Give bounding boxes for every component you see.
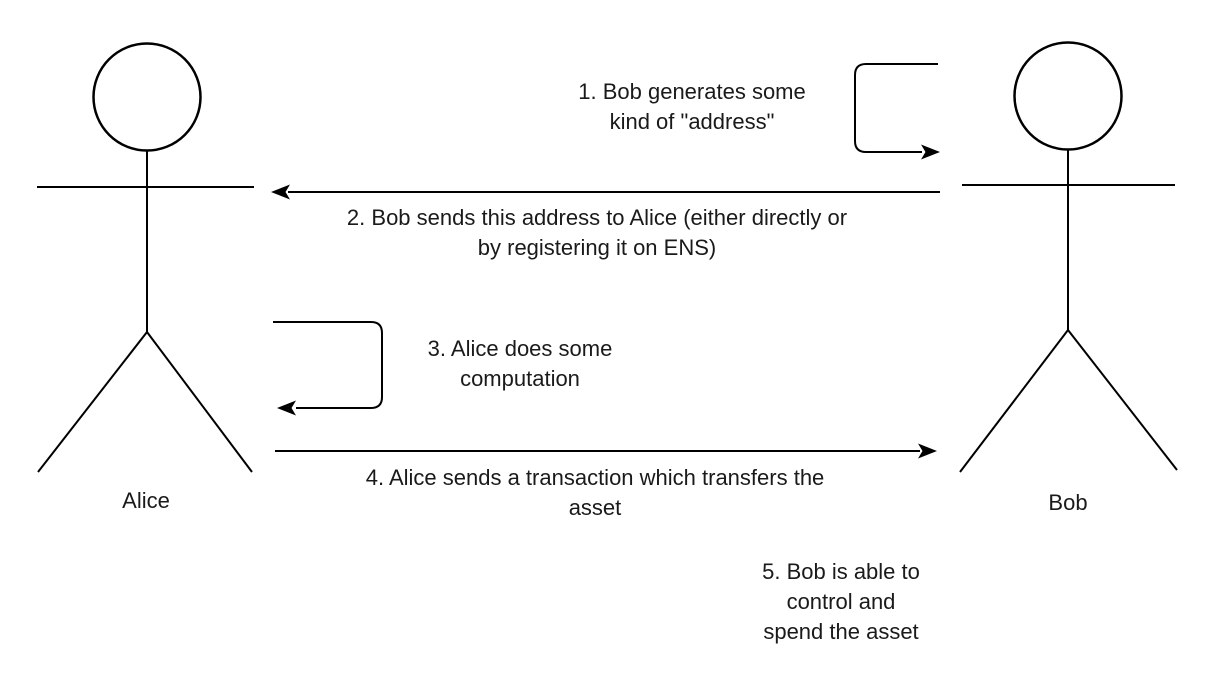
- step5-message: 5. Bob is able to control and spend the …: [762, 557, 920, 647]
- step3-message: 3. Alice does some computation: [428, 334, 613, 394]
- step5-line2: control and: [786, 589, 896, 614]
- alice-right-leg: [146, 331, 253, 473]
- step4-line1: 4. Alice sends a transaction which trans…: [365, 465, 825, 490]
- step1-self-loop-arrow: [854, 63, 940, 160]
- bob-stick-figure-icon: [959, 41, 1178, 473]
- step2-line1: 2. Bob sends this address to Alice (eith…: [346, 205, 848, 230]
- step1-line1: 1. Bob generates some: [578, 79, 806, 104]
- bob-label: Bob: [1048, 490, 1088, 515]
- alice-head: [92, 42, 202, 152]
- step2-arrow-bob-to-alice: [271, 184, 940, 200]
- bob-left-leg: [959, 329, 1069, 473]
- step5-line3: spend the asset: [763, 619, 919, 644]
- step3-line1: 3. Alice does some: [427, 336, 613, 361]
- step5-line1: 5. Bob is able to: [762, 559, 920, 584]
- step4-message: 4. Alice sends a transaction which trans…: [366, 463, 825, 523]
- step1-line2: kind of "address": [609, 109, 775, 134]
- bob-right-leg: [1067, 329, 1178, 471]
- step2-arrowhead-icon: [271, 184, 290, 200]
- step3-line2: computation: [460, 366, 580, 391]
- step4-arrowhead-icon: [918, 443, 937, 459]
- alice-left-leg: [37, 331, 148, 473]
- step1-message: 1. Bob generates some kind of "address": [578, 77, 805, 137]
- step1-arrowhead-icon: [921, 144, 940, 160]
- step2-line2: by registering it on ENS): [477, 235, 717, 260]
- alice-label: Alice: [122, 488, 170, 513]
- alice-stick-figure-icon: [37, 42, 254, 473]
- step3-self-loop-arrow: [273, 321, 383, 416]
- step4-arrow-alice-to-bob: [275, 443, 937, 459]
- step3-arrowhead-icon: [277, 400, 296, 416]
- step4-line2: asset: [568, 495, 622, 520]
- bob-head: [1013, 41, 1123, 151]
- step2-message: 2. Bob sends this address to Alice (eith…: [347, 203, 847, 263]
